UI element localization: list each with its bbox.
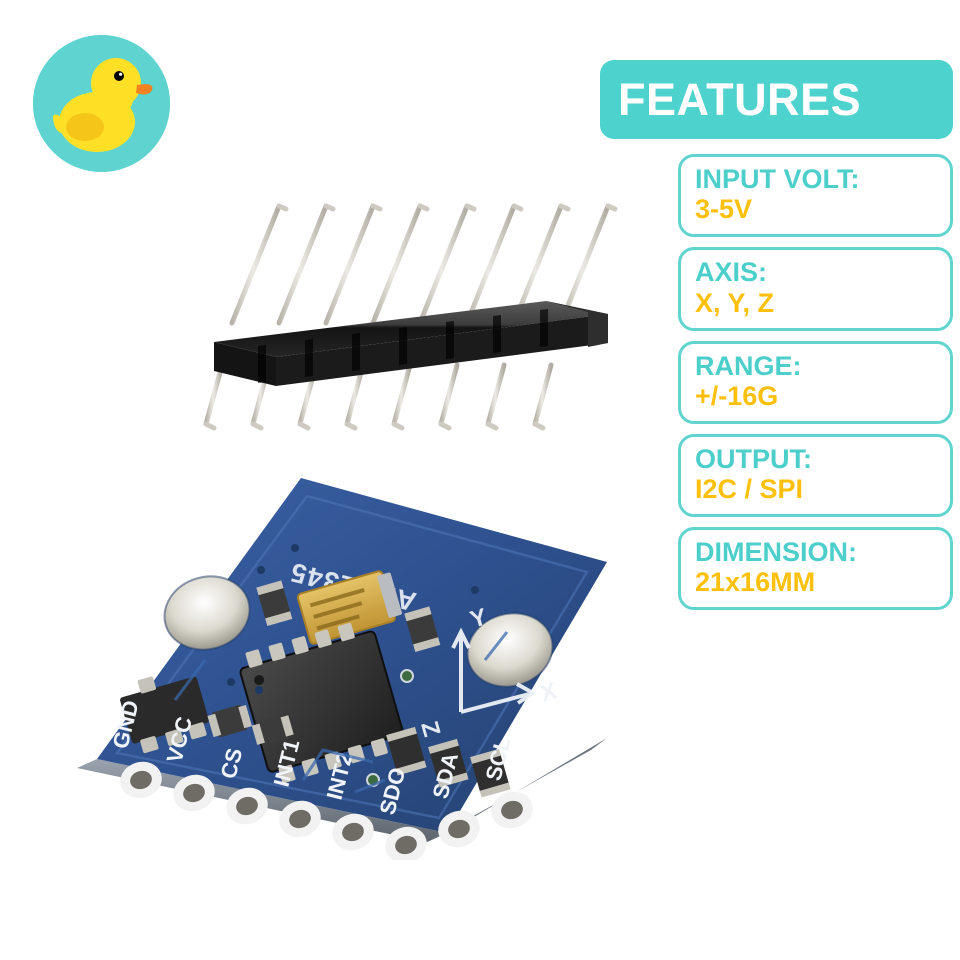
feature-card-input-volt: INPUT VOLT: 3-5V [678, 154, 953, 238]
feature-label: OUTPUT: [695, 443, 812, 474]
mounting-holes [163, 575, 554, 688]
header-plastic-body [214, 301, 608, 386]
svg-text:SCL: SCL [481, 734, 516, 783]
svg-text:GND: GND [108, 698, 144, 751]
smd-components [207, 580, 441, 745]
pcb-traces [173, 631, 509, 794]
adxl345-chip [239, 622, 404, 784]
feature-value: 3-5V [695, 194, 753, 225]
brand-logo [33, 35, 170, 172]
silkscreen-part-number: ADXL345 [287, 557, 419, 617]
svg-text:SDO: SDO [375, 765, 411, 817]
svg-text:VCC: VCC [162, 714, 198, 765]
features-banner: FEATURES [600, 60, 953, 139]
resistor-array [386, 726, 511, 798]
voltage-regulator [120, 676, 209, 754]
pcb-edge [77, 738, 607, 842]
feature-card-axis: AXIS: X, Y, Z [678, 247, 953, 331]
feature-card-list: INPUT VOLT: 3-5V AXIS: X, Y, Z RANGE: +/… [678, 154, 953, 611]
feature-card-range: RANGE: +/-16G [678, 340, 953, 424]
feature-card-dimension: DIMENSION: 21x16MM [678, 527, 953, 611]
svg-text:INT1: INT1 [269, 737, 305, 789]
feature-label: INPUT VOLT: [695, 164, 860, 194]
axis-label-z: Z [415, 718, 445, 740]
features-panel: FEATURES INPUT VOLT: 3-5V AXIS: X, Y, Z … [600, 60, 953, 611]
pin-header-component [203, 203, 618, 431]
svg-text:INT2: INT2 [322, 750, 358, 802]
feature-label: DIMENSION: [695, 537, 857, 568]
feature-label: AXIS: [695, 257, 768, 288]
pcb-top-face [97, 478, 607, 833]
pcb-board: ADXL345 [77, 478, 607, 860]
feature-value: +/-16G [695, 380, 779, 411]
feature-value: X, Y, Z [695, 287, 775, 318]
axis-label-y: Y [467, 603, 490, 633]
pin-pads: GND VCC CS INT1 INT2 [108, 698, 533, 860]
feature-value: 21x16MM [695, 567, 816, 598]
feature-label: RANGE: [695, 350, 802, 381]
feature-card-output: OUTPUT: I2C / SPI [678, 433, 953, 518]
svg-text:CS: CS [216, 746, 248, 782]
rubber-duck-icon [33, 35, 170, 172]
features-banner-title: FEATURES [618, 74, 862, 125]
feature-value: I2C / SPI [695, 474, 804, 505]
board-vias [227, 544, 479, 787]
header-pins [203, 203, 618, 431]
svg-text:SDA: SDA [428, 750, 464, 801]
axis-label-x: X [537, 677, 560, 707]
axis-indicator [451, 627, 537, 714]
tantalum-capacitor [296, 570, 402, 645]
